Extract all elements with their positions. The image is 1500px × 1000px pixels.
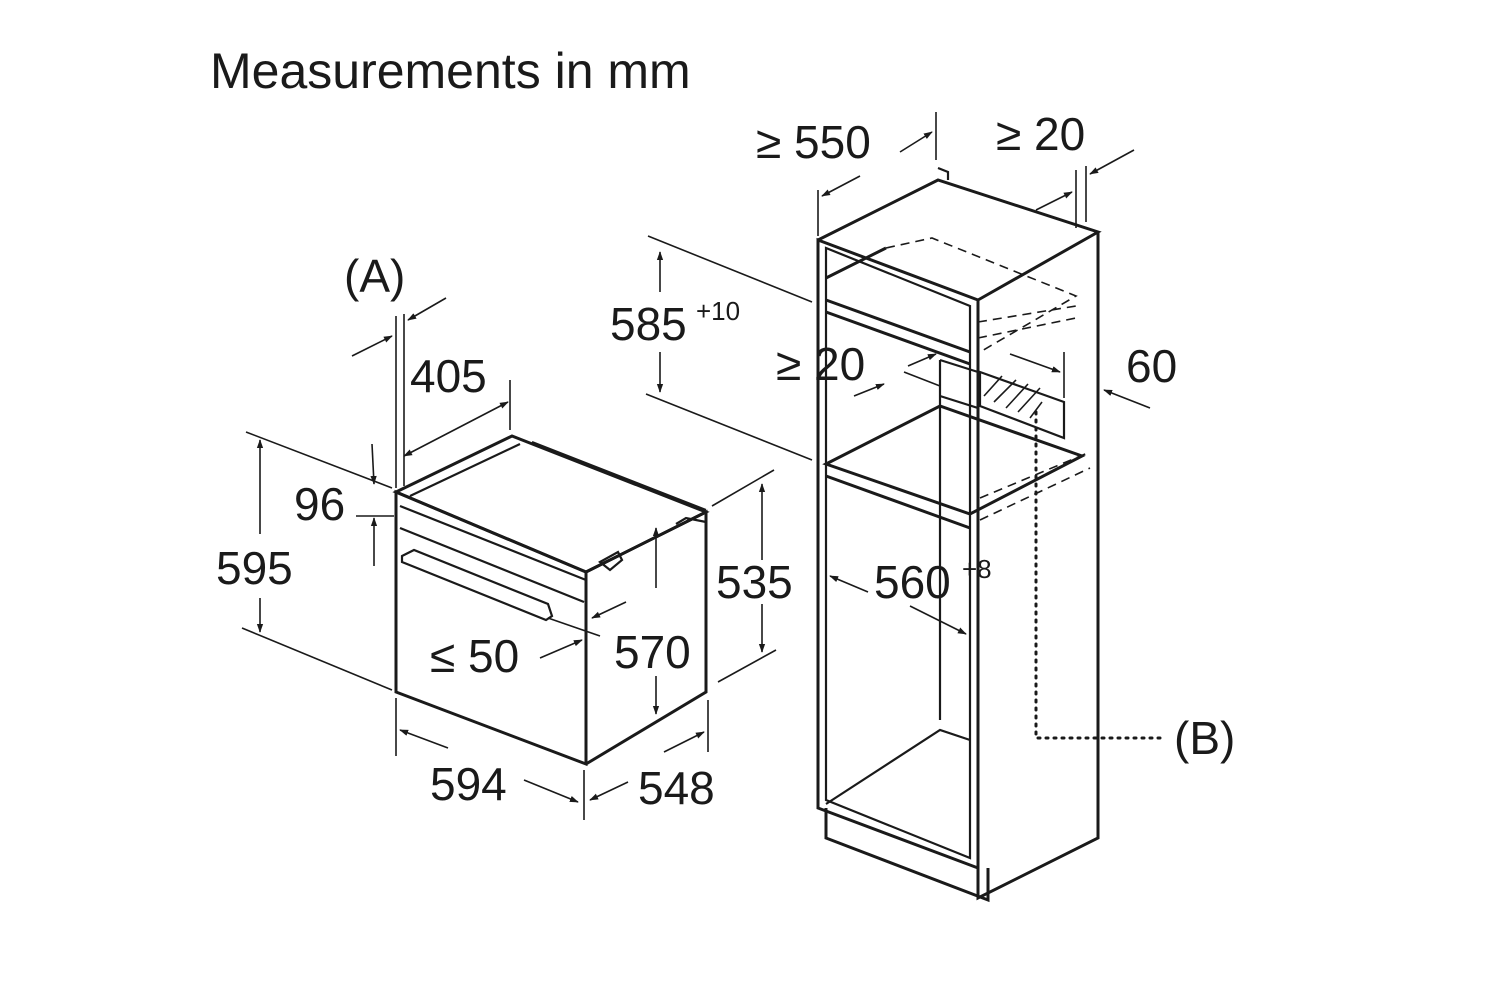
page-title: Measurements in mm bbox=[210, 43, 691, 99]
cabinet-top-face bbox=[817, 178, 1102, 302]
vent-strip bbox=[978, 370, 1066, 440]
oven-side-clip bbox=[598, 550, 624, 572]
dim-depth-top: 405 bbox=[410, 350, 487, 402]
cabinet-oven-shelf bbox=[822, 404, 1086, 516]
hidden-outline-top bbox=[885, 237, 1078, 353]
dim-opening-height: 585 bbox=[610, 298, 687, 350]
cabinet-side-face bbox=[976, 232, 1100, 901]
cabinet-drawing bbox=[816, 166, 1162, 903]
dim-rear-gap: ≥ 20 bbox=[776, 338, 865, 390]
oven-side-face bbox=[585, 509, 708, 766]
cabinet-front-frame bbox=[816, 237, 980, 871]
dim-side-height: 535 bbox=[716, 556, 793, 608]
dim-panel: 96 bbox=[294, 478, 345, 530]
dim-opening-width: 560 bbox=[874, 556, 951, 608]
dim-body-height: 570 bbox=[614, 626, 691, 678]
oven-control-panel-line bbox=[399, 504, 587, 582]
oven-top-edge bbox=[409, 443, 521, 497]
dim-top-gap: ≥ 20 bbox=[996, 108, 1085, 160]
cabinet-plinth bbox=[824, 808, 990, 903]
dim-opening-width-tol: +8 bbox=[962, 554, 992, 584]
dim-depth-min: ≥ 550 bbox=[756, 116, 871, 168]
oven-handle bbox=[400, 548, 554, 622]
label-b: (B) bbox=[1174, 712, 1235, 764]
oven-top-face bbox=[392, 434, 710, 574]
leader-b bbox=[1034, 410, 1162, 740]
dim-height: 595 bbox=[216, 542, 293, 594]
dim-gap: ≤ 50 bbox=[430, 630, 519, 682]
oven-dimensions: (A) 405 96 595 ≤ 50 570 5 bbox=[216, 250, 793, 820]
oven-drawing bbox=[392, 434, 710, 767]
cabinet-dimensions: ≥ 550 ≥ 20 585 +10 ≥ 20 60 560 +8 (B) bbox=[610, 108, 1235, 764]
dim-vent: 60 bbox=[1126, 340, 1177, 392]
dim-width: 594 bbox=[430, 758, 507, 810]
dim-depth: 548 bbox=[638, 762, 715, 814]
label-a: (A) bbox=[344, 250, 405, 302]
oven-side-notch bbox=[675, 516, 707, 525]
oven-door-top-line bbox=[399, 526, 585, 604]
oven-top-rim bbox=[531, 440, 707, 512]
oven-front-face bbox=[394, 489, 588, 767]
dim-opening-height-tol: +10 bbox=[696, 296, 740, 326]
